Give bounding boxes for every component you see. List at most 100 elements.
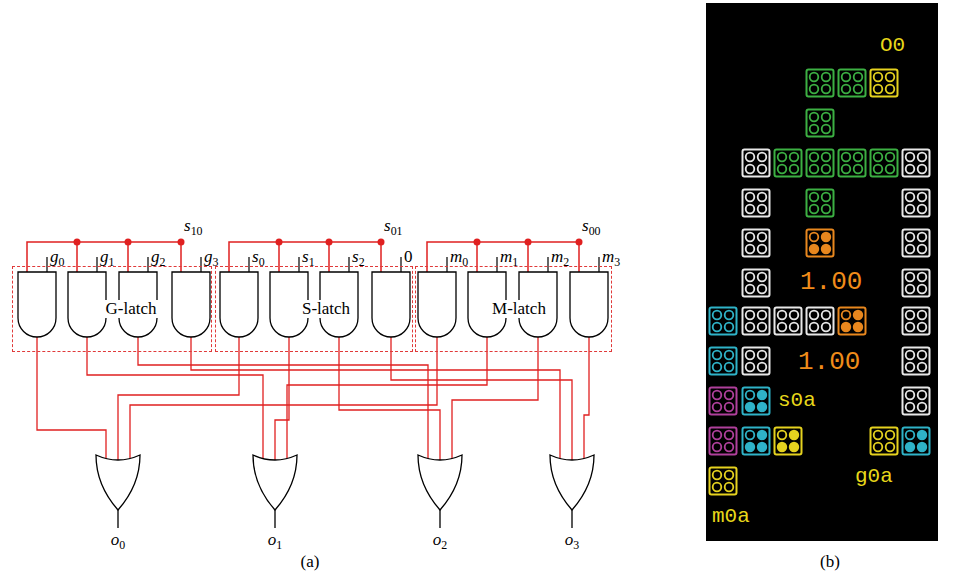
panel-caption: (b) [820,553,840,572]
junction-dot [576,239,583,246]
cyan-block [710,308,737,335]
cyan-block [903,428,930,455]
select-wire [27,242,181,272]
and-gates [18,272,608,337]
latch-label: S-latch [300,300,352,319]
junction-dot [276,239,283,246]
panel-caption: (a) [301,553,320,572]
white-block [807,308,834,335]
data-signal: s1 [302,248,315,267]
cyan-block [743,388,770,415]
data-signal: m0 [450,248,468,267]
junction-dot [178,239,185,246]
latch-box: M-latch [415,266,612,352]
and-gate [418,272,456,337]
wire [37,337,106,461]
wire [118,337,239,461]
wire [339,337,440,461]
wire [87,337,263,461]
green-block [807,150,834,177]
yellow-block [871,70,898,97]
orange-block [807,230,834,257]
junction-dot [378,239,385,246]
block-grid [710,70,930,495]
output-wires [37,337,589,461]
or-gate [253,455,297,510]
wire [138,337,428,461]
wire [584,337,589,461]
select-wire [427,242,579,272]
cyan-block [743,428,770,455]
value-readout: 1.00 [798,348,860,377]
output-signal: o2 [433,531,447,550]
white-block [743,150,770,177]
select-signal: s00 [582,217,601,236]
yellow-block [871,428,898,455]
or-gate [550,455,594,510]
data-signal: s2 [352,248,365,267]
and-gate [68,272,106,337]
white-block [743,308,770,335]
white-block [903,348,930,375]
screen-label: s0a [778,389,816,412]
junction-dots [74,239,583,246]
output-signal: o1 [268,531,282,550]
junction-dot [474,239,481,246]
data-signal: g0 [50,248,64,267]
wire [452,337,538,461]
and-gate [18,272,56,337]
data-signal: m2 [551,248,569,267]
screen-label: g0a [855,465,893,488]
latch-label: M-latch [490,300,548,319]
data-signal: m3 [602,248,620,267]
and-gate [220,272,258,337]
or-gates [96,455,594,510]
data-signal: g2 [151,248,165,267]
or-output-wires [118,510,572,528]
or-gate [96,455,140,510]
latch-label: G-latch [104,300,159,319]
select-bus [27,242,579,272]
wire [191,337,560,461]
magenta-block [710,428,737,455]
green-block [775,150,802,177]
wire [391,337,572,461]
green-block [807,110,834,137]
select-wire [229,242,381,272]
screen-label: m0a [712,505,750,528]
green-block [839,150,866,177]
junction-dot [326,239,333,246]
cyan-block [710,348,737,375]
output-signal: o3 [565,531,579,550]
select-signal: s01 [384,217,403,236]
constant-input: 0 [404,248,413,267]
white-block [743,230,770,257]
orange-block [839,308,866,335]
and-gate [372,272,410,337]
yellow-block [710,468,737,495]
select-signal: s10 [184,217,203,236]
output-signal: o0 [111,531,125,550]
data-signal: m1 [500,248,518,267]
white-block [903,230,930,257]
white-block [743,190,770,217]
screen-label: O0 [880,34,905,57]
value-readout: 1.00 [800,268,862,297]
and-gate [570,272,608,337]
white-block [743,270,770,297]
white-block [903,190,930,217]
yellow-block [775,428,802,455]
latch-box: S-latch [215,266,413,352]
white-block [903,150,930,177]
junction-dot [74,239,81,246]
green-block [807,190,834,217]
and-gate [172,272,210,337]
junction-dot [125,239,132,246]
white-block [903,388,930,415]
data-signal: s0 [252,248,265,267]
magenta-block [710,388,737,415]
or-gate [418,455,462,510]
latch-box: G-latch [12,266,212,352]
green-block [871,150,898,177]
